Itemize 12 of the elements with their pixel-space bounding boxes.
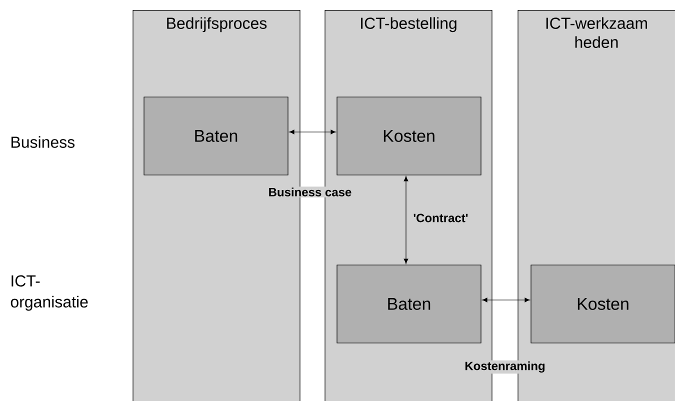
- process-box: Baten: [144, 96, 288, 176]
- arrow: [482, 298, 530, 302]
- process-box: Kosten: [336, 96, 482, 176]
- row-label: Business: [12, 136, 75, 148]
- arrow: [289, 130, 336, 134]
- text-label: Business case: [269, 188, 352, 196]
- row-label: ICT- organisatie: [10, 275, 88, 311]
- edge-label: 'Contract': [414, 214, 468, 222]
- arrow: [404, 176, 408, 264]
- process-box: Baten: [336, 264, 482, 344]
- process-box: Kosten: [530, 264, 675, 344]
- text-label: Kostenraming: [465, 361, 545, 373]
